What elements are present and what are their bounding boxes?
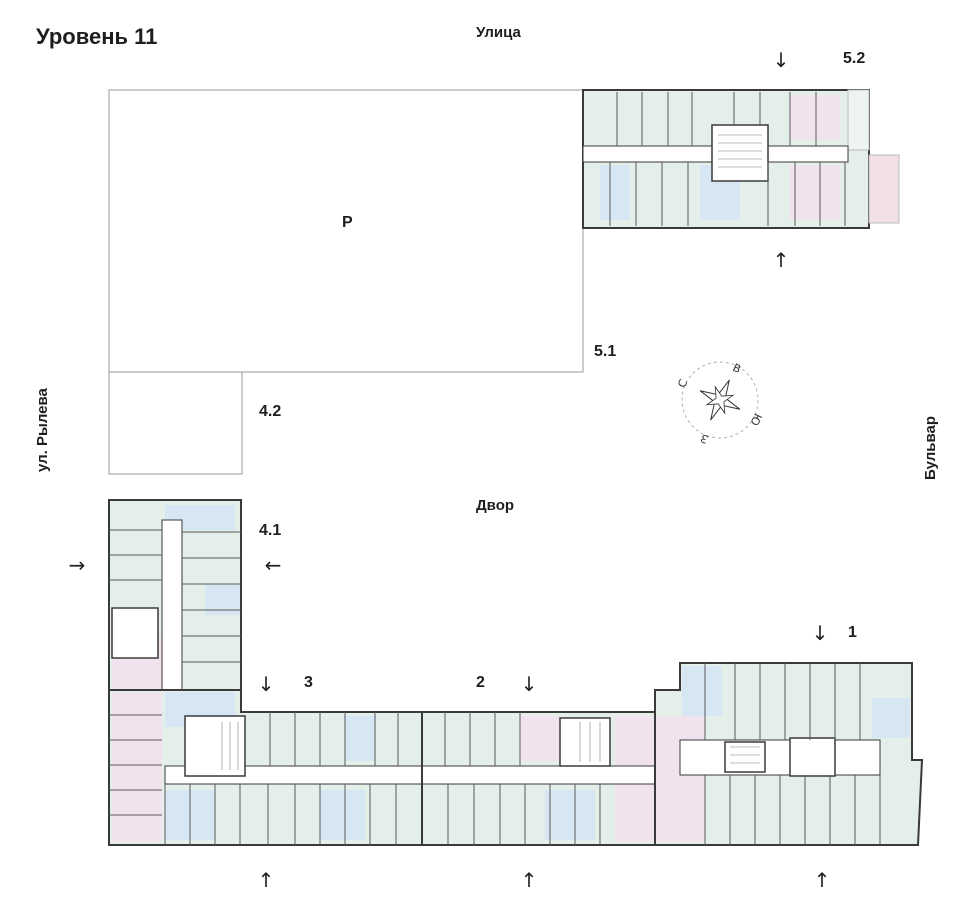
street-top-label: Улица	[476, 24, 521, 41]
street-right-label: Бульвар	[922, 415, 939, 480]
parking-label: Р	[342, 214, 353, 231]
building-5-2	[582, 89, 900, 229]
entrance-arrow-4-1-left: →	[68, 553, 86, 577]
entrance-arrow-1-bottom: ↑	[813, 868, 831, 892]
section-1-label: 1	[848, 624, 857, 641]
yard-label: Двор	[476, 497, 515, 514]
entrance-arrow-5-2-top: ↓	[772, 48, 790, 72]
building-4-1	[108, 499, 242, 691]
entrance-arrow-1-top: ↓	[811, 621, 829, 645]
section-4-1-label: 4.1	[259, 522, 282, 539]
entrance-arrow-4-1-right: ←	[264, 553, 282, 577]
building-bottom	[108, 662, 924, 846]
entrance-arrow-3-top: ↓	[257, 672, 275, 696]
entrance-arrow-3-bottom: ↑	[257, 868, 275, 892]
section-3-label: 3	[304, 674, 313, 691]
page-title: Уровень 11	[36, 24, 158, 49]
entrance-arrow-2-top: ↓	[520, 672, 538, 696]
section-2-label: 2	[476, 674, 485, 691]
street-left-label: ул. Рылева	[34, 388, 51, 472]
entrance-arrow-5-2-bottom: ↑	[772, 248, 790, 272]
parking-outline	[108, 89, 584, 475]
section-5-2-label: 5.2	[843, 50, 866, 67]
section-5-1-label: 5.1	[594, 343, 617, 360]
entrance-arrow-2-bottom: ↑	[520, 868, 538, 892]
compass-rose	[681, 361, 759, 439]
section-4-2-label: 4.2	[259, 403, 282, 420]
